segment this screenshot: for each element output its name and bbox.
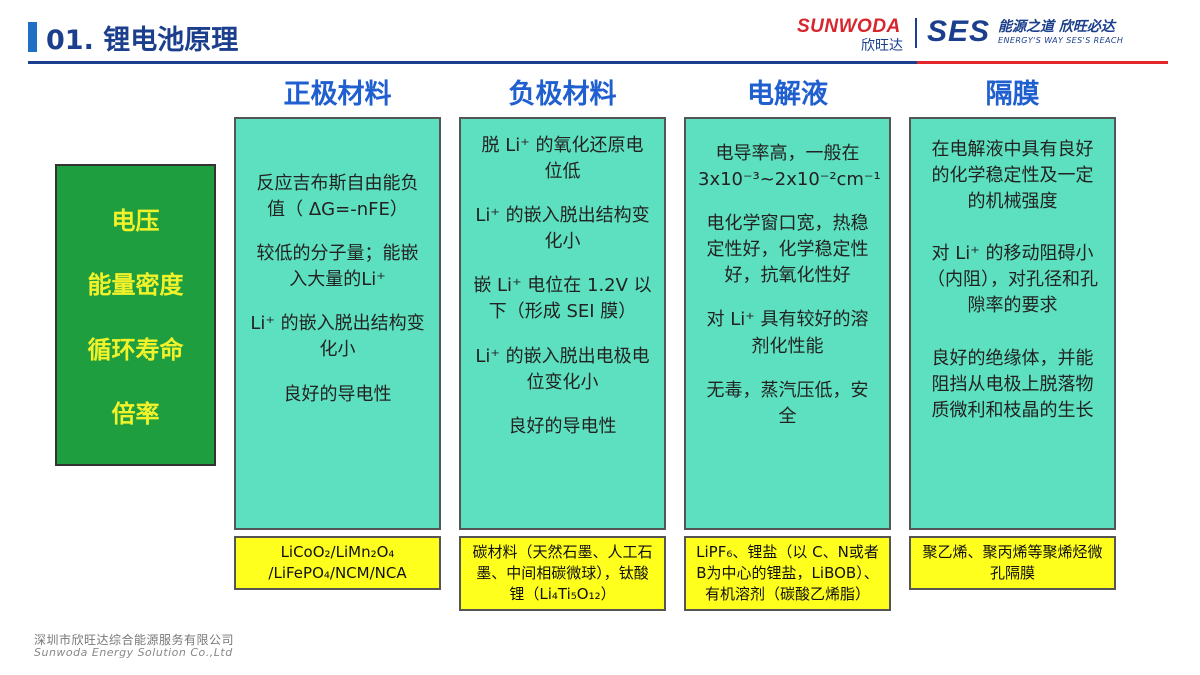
electrolyte-materials-box: LiPF₆、锂盐（以 C、N或者 B为中心的锂盐，LiBOB）、有机溶剂（碳酸乙… <box>684 536 891 611</box>
property-energy-density: 能量密度 <box>87 271 184 300</box>
ses-slogan-cn: 能源之道 欣旺必达 <box>998 18 1115 35</box>
brand-name-cn: 欣旺达 <box>861 38 903 54</box>
property-rate: 倍率 <box>111 400 160 429</box>
separator-requirement: 良好的绝缘体，并能阻挡从电极上脱落物质微利和枝晶的生长 <box>931 347 1094 421</box>
separator-requirements-box: 在电解液中具有良好的化学稳定性及一定的机械强度 对 Li⁺ 的移动阻碍小（内阻）… <box>909 117 1116 530</box>
ses-logo: SES 能源之道 欣旺必达 ENERGY'S WAY SES'S REACH <box>927 16 1167 48</box>
electrolyte-requirements-box: 电导率高，一般在 3x10⁻³~2x10⁻²cm⁻¹ 电化学窗口宽，热稳定性好，… <box>684 117 891 530</box>
ses-mark: SES <box>927 15 991 48</box>
property-cycle-life: 循环寿命 <box>87 335 184 364</box>
column-title-anode: 负极材料 <box>508 79 617 110</box>
separator-requirement: 在电解液中具有良好的化学稳定性及一定的机械强度 <box>931 139 1094 213</box>
performance-properties-box: 电压 能量密度 循环寿命 倍率 <box>55 164 216 466</box>
anode-requirement: Li⁺ 的嵌入脱出电极电位变化小 <box>475 345 650 393</box>
ses-slogan-en: ENERGY'S WAY SES'S REACH <box>998 35 1124 45</box>
cathode-requirement: 较低的分子量；能嵌入大量的Li⁺ <box>256 243 419 291</box>
property-voltage: 电压 <box>111 206 160 235</box>
cathode-requirement: 良好的导电性 <box>283 383 392 405</box>
footer-company-cn: 深圳市欣旺达综合能源服务有限公司 <box>34 633 235 647</box>
brand-name-en: SUNWODA <box>797 16 901 37</box>
anode-requirement: 脱 Li⁺ 的氧化还原电位低 <box>481 135 644 183</box>
cathode-materials-box: LiCoO₂/LiMn₂O₄ /LiFePO₄/NCM/NCA <box>234 536 441 590</box>
column-title-cathode: 正极材料 <box>283 79 392 110</box>
electrolyte-requirement: 对 Li⁺ 具有较好的溶剂化性能 <box>706 309 869 357</box>
cathode-requirement: Li⁺ 的嵌入脱出结构变化小 <box>250 313 425 361</box>
electrolyte-requirement: 电化学窗口宽，热稳定性好，化学稳定性好，抗氧化性好 <box>706 213 869 287</box>
column-title-separator: 隔膜 <box>985 79 1040 110</box>
logo-divider <box>915 18 917 48</box>
footer-company-en: Sunwoda Energy Solution Co.,Ltd <box>34 646 233 659</box>
electrolyte-requirement: 电导率高，一般在 3x10⁻³~2x10⁻²cm⁻¹ <box>698 143 881 191</box>
sunwoda-logo: SUNWODA 欣旺达 <box>797 16 909 54</box>
separator-requirement: 对 Li⁺ 的移动阻碍小（内阻），对孔径和孔隙率的要求 <box>927 243 1098 317</box>
page-title: 01. 锂电池原理 <box>46 25 239 56</box>
cathode-requirement: 反应吉布斯自由能负值（ ΔG=-nFE） <box>256 173 419 221</box>
header-rule <box>28 61 1168 64</box>
electrolyte-requirement: 无毒，蒸汽压低，安全 <box>706 379 869 427</box>
title-accent-bar <box>28 22 37 52</box>
anode-requirements-box: 脱 Li⁺ 的氧化还原电位低 Li⁺ 的嵌入脱出结构变化小 嵌 Li⁺ 电位在 … <box>459 117 666 530</box>
anode-materials-box: 碳材料（天然石墨、人工石墨、中间相碳微球），钛酸锂（Li₄Ti₅O₁₂） <box>459 536 666 611</box>
cathode-requirements-box: 反应吉布斯自由能负值（ ΔG=-nFE） 较低的分子量；能嵌入大量的Li⁺ Li… <box>234 117 441 530</box>
anode-requirement: 嵌 Li⁺ 电位在 1.2V 以下（形成 SEI 膜） <box>473 275 652 323</box>
column-title-electrolyte: 电解液 <box>747 79 828 110</box>
anode-requirement: Li⁺ 的嵌入脱出结构变化小 <box>475 205 650 253</box>
anode-requirement: 良好的导电性 <box>508 415 617 437</box>
separator-materials-box: 聚乙烯、聚丙烯等聚烯烃微孔隔膜 <box>909 536 1116 590</box>
